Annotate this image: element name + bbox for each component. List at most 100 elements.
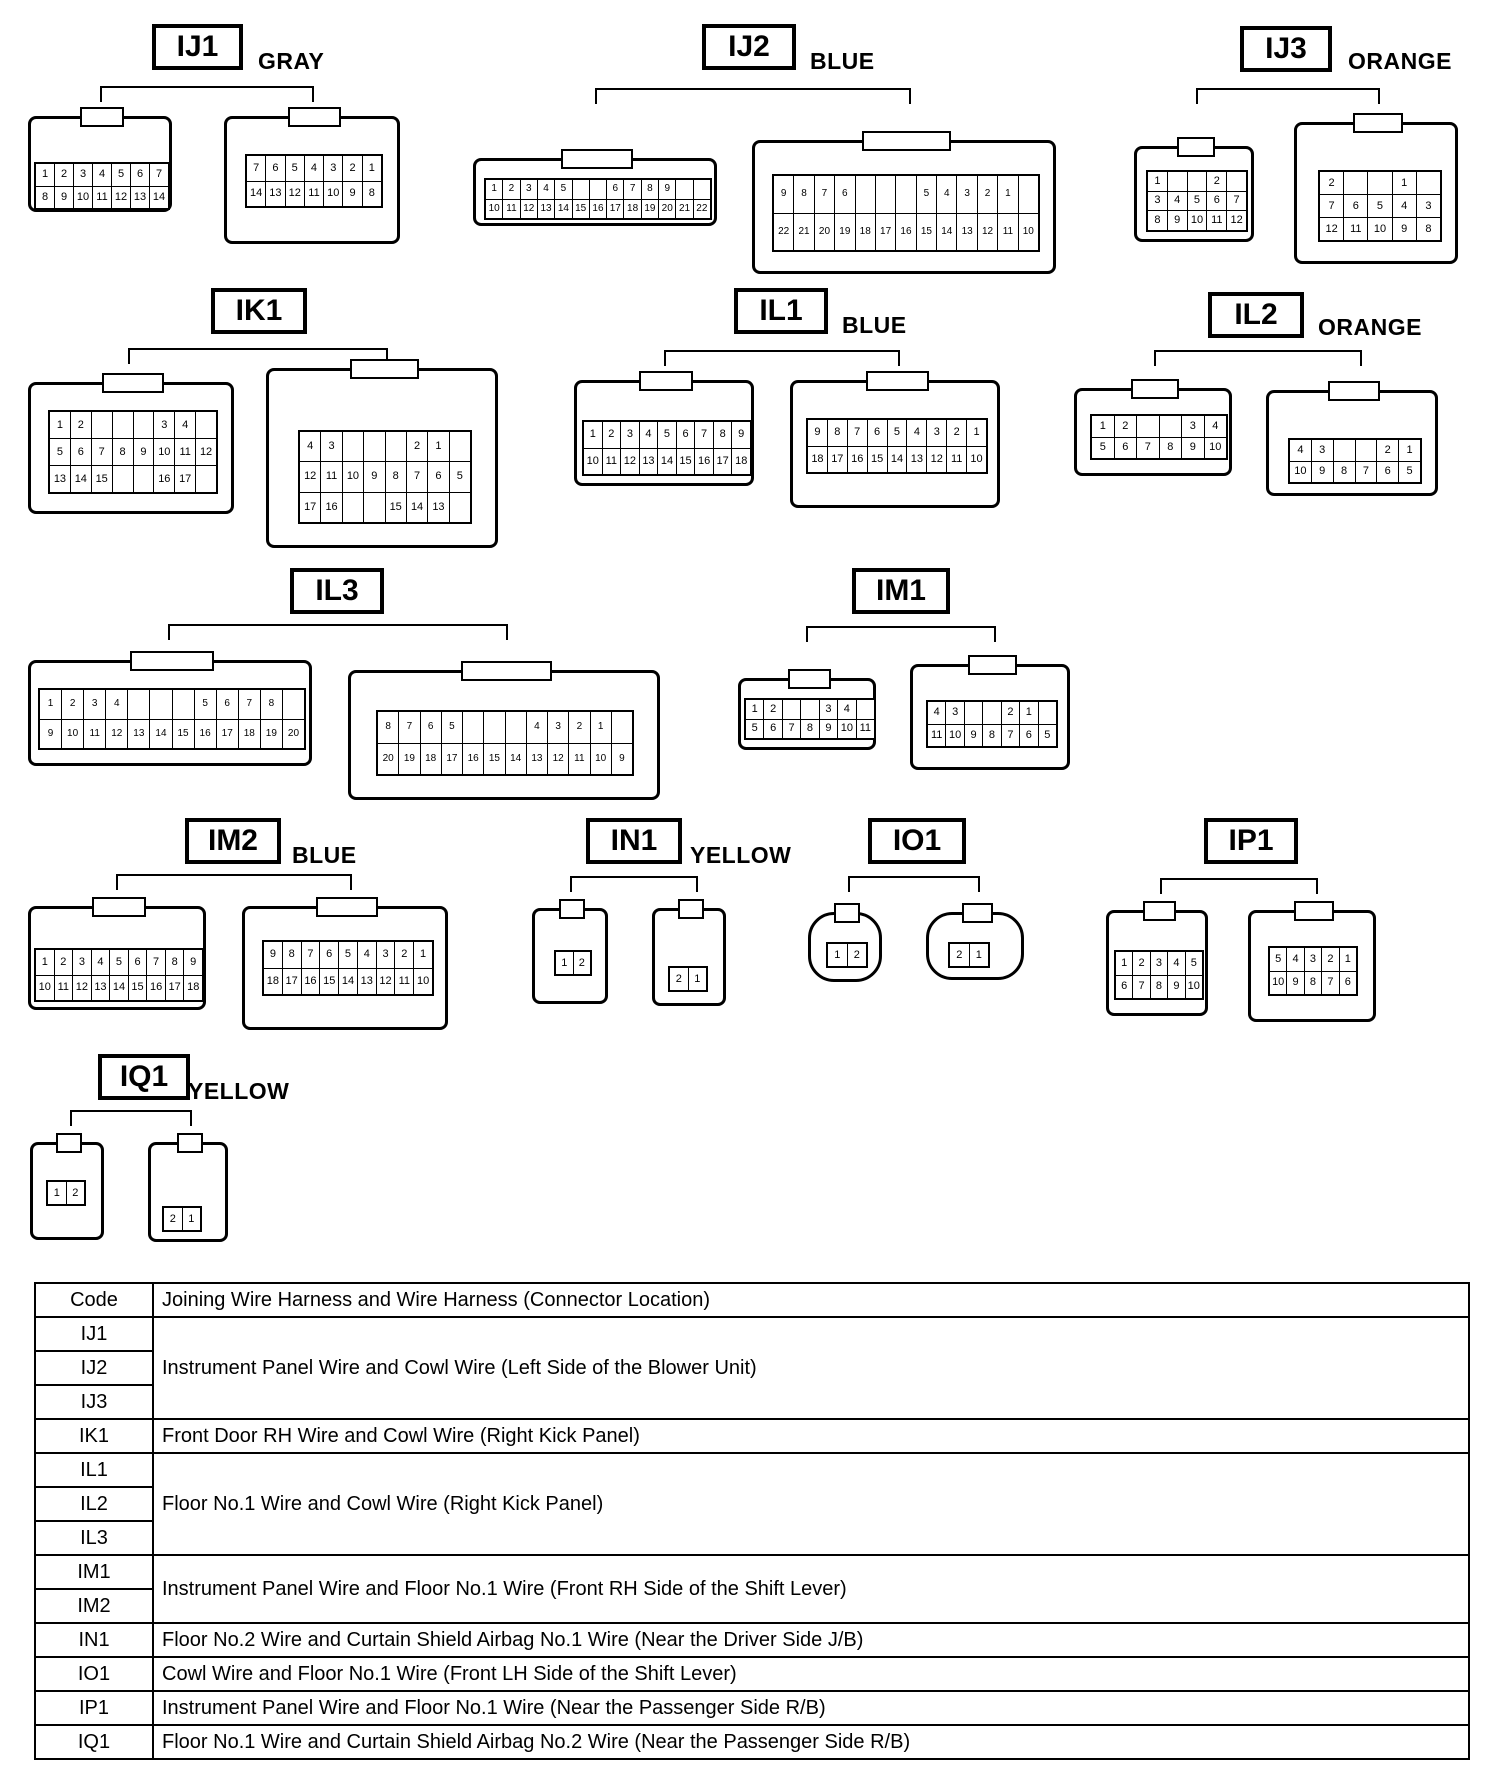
terminal-pin: 7 [1133,975,1150,998]
terminal-pin: 5 [50,439,70,465]
terminal-pin: 1 [688,968,706,990]
terminal-pin: 4 [175,412,196,438]
terminal-pin [196,412,216,438]
terminal-pin: 1 [1092,416,1114,437]
table-header-description: Joining Wire Harness and Wire Harness (C… [152,1282,1470,1318]
il1-color-label: BLUE [842,312,907,338]
terminal-pin: 12 [927,446,947,472]
terminal-pin: 5 [1038,724,1056,746]
terminal-pin [589,180,607,199]
terminal-pin: 18 [420,743,441,774]
terminal-pin: 15 [320,968,339,994]
terminal-pin: 7 [399,712,420,743]
terminal-pin: 2 [573,952,590,974]
terminal-pin: 9 [55,186,73,208]
terminal-pin: 16 [194,719,216,748]
terminal-pin: 2 [1133,952,1150,975]
terminal-pin [801,700,819,719]
terminal-pin: 3 [154,412,175,438]
iq1-color-label: YELLOW [188,1078,290,1104]
terminal-pin: 8 [112,439,133,465]
terminal-pin: 14 [555,199,572,218]
terminal-pin [983,702,1001,724]
terminal-pin: 9 [659,180,676,199]
terminal-pin: 6 [1344,195,1368,217]
terminal-pin: 7 [847,420,867,446]
terminal-pin: 6 [1339,971,1356,994]
terminal-pin: 14 [150,186,168,208]
terminal-pin: 8 [385,462,406,492]
terminal-pin: 10 [838,719,856,738]
im1-code-label: IM1 [852,568,950,614]
connector-latch-tab [678,899,704,919]
terminal-pin: 5 [110,950,128,975]
in1-color-label: YELLOW [690,842,792,868]
terminal-pin: 9 [1311,461,1333,482]
terminal-pin: 14 [505,743,526,774]
ij2-code-label: IJ2 [702,24,796,70]
terminal-pin: 3 [946,702,964,724]
terminal-pin: 16 [301,968,320,994]
terminal-pin: 2 [847,944,866,966]
terminal-pin [896,176,916,213]
terminal-pin: 9 [1182,437,1204,458]
terminal-pin: 14 [70,466,91,492]
terminal-pin [505,712,526,743]
terminal-pin: 8 [362,181,381,206]
il2-code-label: IL2 [1208,292,1304,338]
terminal-pin: 7 [147,950,165,975]
terminal-pin: 14 [339,968,357,994]
terminal-pin: 11 [947,446,967,472]
table-code-cell: IJ1 [34,1316,154,1352]
connector-latch-tab [1328,381,1380,401]
terminal-pin: 7 [238,690,260,719]
terminal-pin [1355,440,1377,461]
table-row: IJ2 [34,1350,1469,1386]
connector-latch-tab [1353,113,1403,133]
terminal-pin: 11 [93,186,111,208]
table-location-cell: Front Door RH Wire and Cowl Wire (Right … [152,1418,1470,1454]
terminal-pin: 7 [695,422,713,448]
terminal-pin: 21 [676,199,693,218]
terminal-pin: 10 [62,719,84,748]
terminal-pin: 1 [48,1182,66,1204]
terminal-pin: 5 [1270,948,1287,971]
terminal-pin: 11 [998,213,1018,250]
terminal-pin: 4 [537,180,555,199]
terminal-pin: 3 [1311,440,1333,461]
terminal-pin: 9 [1168,975,1185,998]
terminal-pin: 16 [896,213,916,250]
terminal-pin: 9 [611,743,632,774]
terminal-pin [1227,172,1246,191]
table-code-cell: IP1 [34,1690,154,1726]
terminal-pin: 3 [548,712,569,743]
terminal-pin: 19 [641,199,659,218]
terminal-pin: 14 [150,719,172,748]
terminal-pin: 17 [216,719,238,748]
terminal-pin: 13 [357,968,376,994]
terminal-pin [385,432,406,462]
terminal-pin: 15 [572,199,589,218]
terminal-pin: 2 [1320,172,1344,194]
il2-pair-bracket [1154,350,1362,366]
terminal-pin: 13 [526,743,547,774]
terminal-pin: 2 [395,942,414,968]
terminal-pin: 3 [1182,416,1204,437]
terminal-pin: 18 [808,446,827,472]
terminal-pin: 4 [1290,440,1311,461]
terminal-pin: 14 [937,213,957,250]
terminal-pin: 10 [1018,213,1038,250]
terminal-pin: 10 [342,462,364,492]
terminal-pin: 4 [357,942,376,968]
terminal-pin: 17 [282,968,301,994]
terminal-pin: 3 [74,164,92,186]
terminal-pin: 12 [106,719,128,748]
connector-latch-tab [862,131,951,151]
